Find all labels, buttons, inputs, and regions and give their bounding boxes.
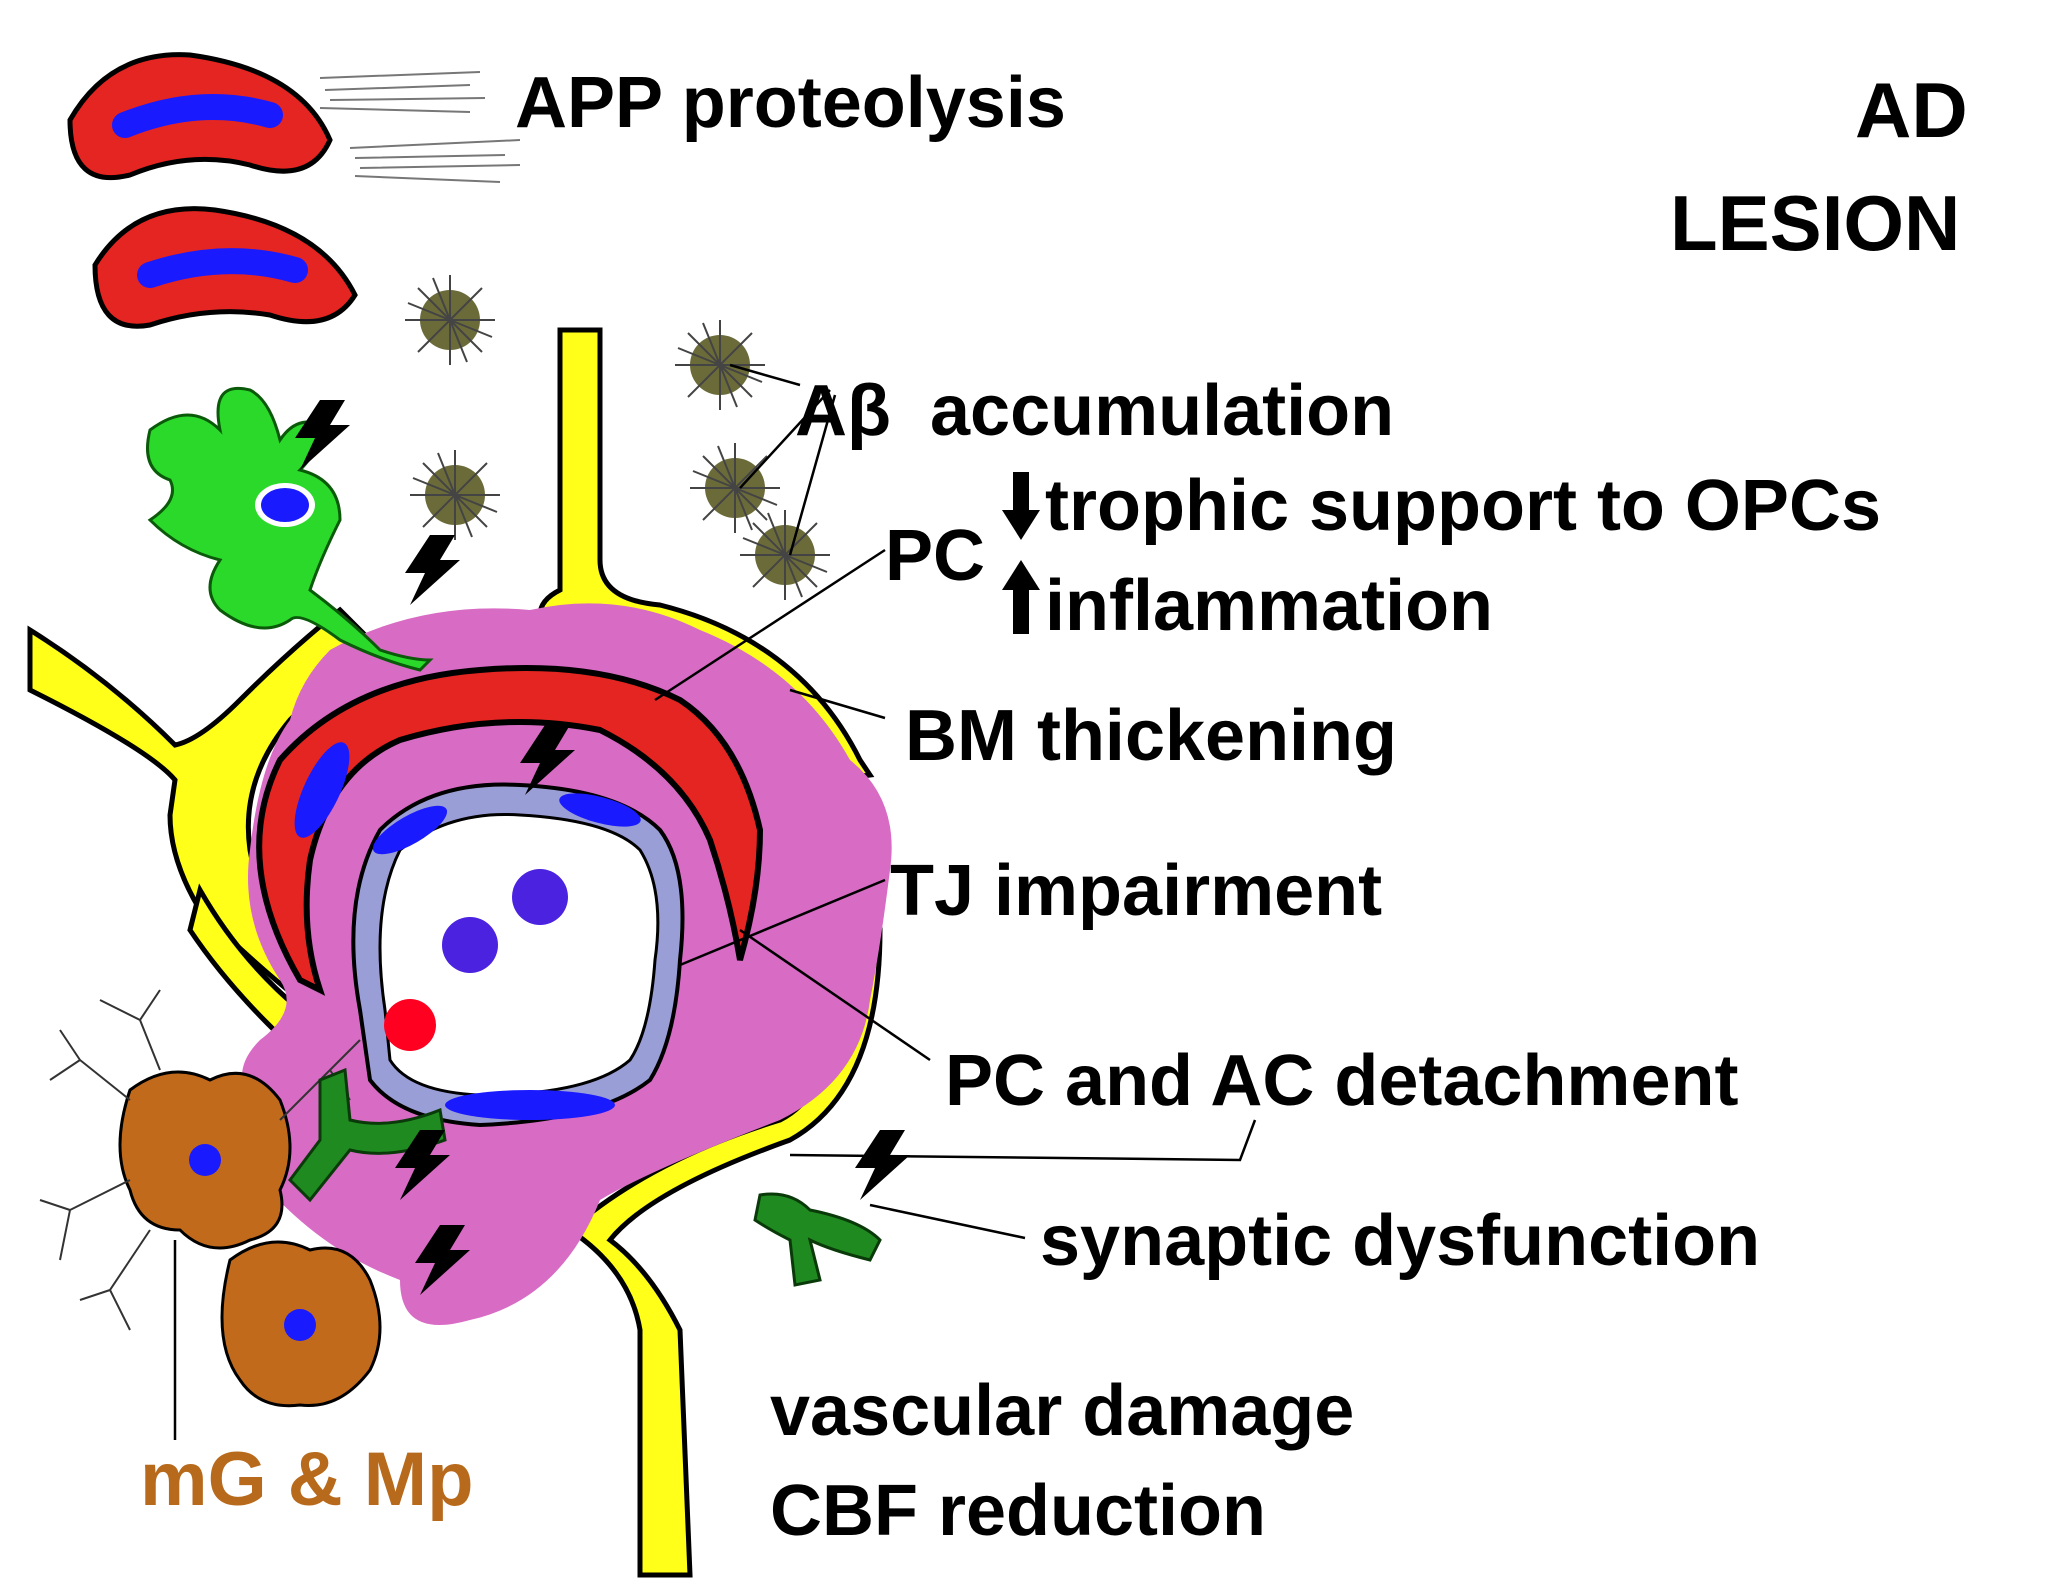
- label-bm-thickening: BM thickening: [905, 696, 1397, 776]
- microglia-1: [118, 1070, 292, 1250]
- blood-cell-red: [384, 999, 436, 1051]
- plaque: [410, 450, 500, 540]
- lightning-bolt-icon: [415, 1225, 470, 1295]
- label-pc: PC: [885, 516, 985, 596]
- microglia-processes: [39, 989, 361, 1331]
- app-fragments: [319, 71, 521, 183]
- vessel-lumen: [378, 812, 660, 1097]
- endothelial-nucleus-1: [372, 805, 448, 855]
- up-arrow-icon: [1002, 560, 1040, 634]
- synapse-2: [753, 1192, 882, 1287]
- blood-cell-blue-1: [512, 869, 568, 925]
- lightning-bolt-icon: [855, 1130, 910, 1200]
- label-inflammation: inflammation: [1045, 566, 1493, 646]
- lightning-bolt-icon: [405, 535, 460, 605]
- leader-lines: [173, 363, 1257, 1440]
- label-synaptic-dysfunction: synaptic dysfunction: [1040, 1201, 1760, 1281]
- vessel-left-branch: [27, 606, 374, 1004]
- title-line2: LESION: [1670, 179, 1960, 267]
- label-mg-mp: mG & Mp: [140, 1437, 474, 1522]
- vessel-branches: [27, 327, 883, 1578]
- lightning-bolt-icons: [295, 400, 910, 1295]
- synapse-1: [288, 1067, 447, 1203]
- label-trophic-support: trophic support to OPCs: [1045, 466, 1881, 546]
- plaque: [405, 275, 495, 365]
- pericyte-nucleus: [294, 742, 350, 838]
- label-pc-ac-detachment: PC and AC detachment: [945, 1041, 1738, 1121]
- plaque: [690, 443, 780, 533]
- lightning-bolt-icon: [295, 400, 350, 470]
- label-abeta-accumulation: accumulation: [930, 371, 1394, 451]
- endothelial-nucleus-3: [445, 1090, 615, 1120]
- down-arrow-icon: [1002, 472, 1040, 540]
- astrocyte: [146, 387, 434, 672]
- lightning-bolt-icon: [395, 1130, 450, 1200]
- abeta-plaques: [405, 275, 830, 600]
- label-cbf-reduction: CBF reduction: [770, 1471, 1266, 1551]
- plaque: [740, 510, 830, 600]
- title-line1: AD: [1855, 66, 1968, 154]
- neuron-1: [67, 52, 333, 181]
- microglia-2: [220, 1240, 382, 1408]
- label-vascular-damage: vascular damage: [770, 1371, 1354, 1451]
- label-abeta-symbol: Aβ: [795, 371, 891, 451]
- label-tj-impairment: TJ impairment: [890, 851, 1382, 931]
- plaque: [675, 320, 765, 410]
- blood-cell-blue-2: [442, 917, 498, 973]
- label-app-proteolysis: APP proteolysis: [515, 63, 1066, 143]
- endothelial-nucleus-2: [559, 793, 641, 827]
- lightning-bolt-icon: [520, 725, 575, 795]
- neuron-2: [92, 206, 358, 329]
